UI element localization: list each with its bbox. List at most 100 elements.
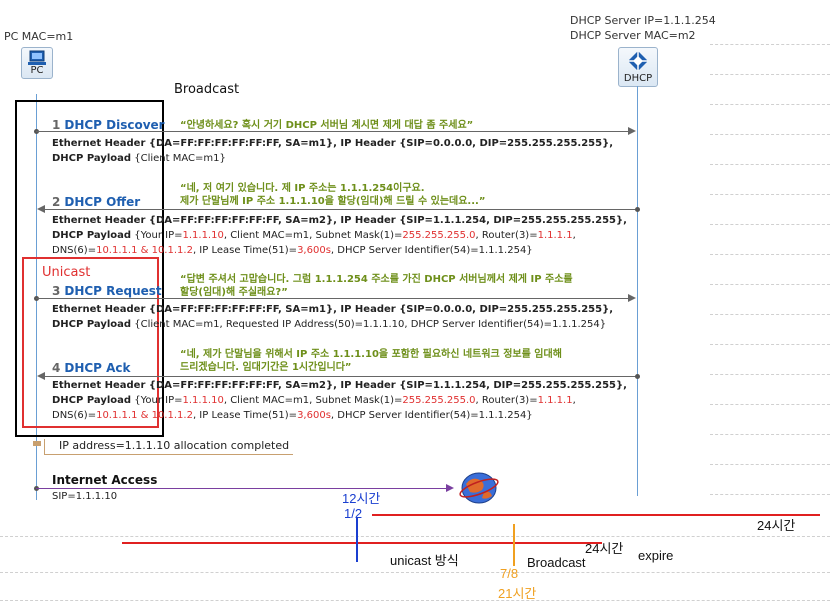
- unicast-box: [22, 257, 159, 428]
- guide-line: [0, 536, 830, 537]
- step-name: DHCP Offer: [64, 195, 141, 209]
- step-number: 3: [52, 284, 61, 298]
- request-quote: “답변 주셔서 고맙습니다. 그럼 1.1.1.254 주소를 가진 DHCP …: [180, 273, 573, 299]
- lease-time-value: 3,600s: [297, 410, 331, 421]
- pc-label: PC: [30, 65, 44, 76]
- broadcast-title: Broadcast: [174, 82, 240, 97]
- server-icon: [628, 51, 648, 71]
- guide-line: [710, 44, 830, 45]
- payload-key: DHCP Payload: [52, 230, 132, 241]
- payload-text: , Client MAC=m1, Subnet Mask(1)=: [223, 230, 403, 241]
- half-marker: [356, 518, 358, 562]
- twenty-four-hours-mid: 24시간: [585, 541, 624, 556]
- internet-access-arrow: [36, 488, 448, 489]
- payload-text: , DHCP Server Identifier(54)=1.1.1.254}: [330, 245, 533, 256]
- guide-line: [710, 104, 830, 105]
- lease-time-value: 3,600s: [297, 245, 331, 256]
- ack-detail: Ethernet Header {DA=FF:FF:FF:FF:FF:FF, S…: [52, 378, 627, 423]
- guide-line: [710, 224, 830, 225]
- twelve-hours-label: 12시간: [342, 491, 381, 506]
- payload-key: DHCP Payload: [52, 319, 132, 330]
- payload-key: DHCP Payload: [52, 153, 132, 164]
- arrow-head-left: [37, 205, 45, 213]
- arrow-origin: [635, 207, 640, 212]
- globe-icon: [459, 472, 499, 504]
- guide-line: [0, 572, 830, 573]
- payload-key: DHCP Payload: [52, 395, 132, 406]
- arrow-head-right: [446, 484, 454, 492]
- ack-arrow: [45, 376, 637, 377]
- arrow-head-left: [37, 372, 45, 380]
- lease-line-upper: [372, 514, 820, 516]
- request-detail: Ethernet Header {DA=FF:FF:FF:FF:FF:FF, S…: [52, 302, 613, 332]
- payload-text: , Client MAC=m1, Subnet Mask(1)=: [223, 395, 403, 406]
- offer-quote: “네, 저 여기 있습니다. 제 IP 주소는 1.1.1.254이구요. 제가…: [180, 182, 485, 208]
- guide-line: [710, 494, 830, 495]
- twenty-one-hours-label: 21시간: [498, 586, 537, 601]
- lease-line-lower: [122, 542, 602, 544]
- subnet-mask-value: 255.255.255.0: [402, 230, 476, 241]
- quote-line: “안녕하세요? 혹시 거기 DHCP 서버님 계시면 제게 대답 좀 주세요”: [180, 120, 474, 131]
- discover-detail: Ethernet Header {DA=FF:FF:FF:FF:FF:FF, S…: [52, 136, 613, 166]
- seven-eighths-label: 7/8: [500, 566, 519, 581]
- guide-line: [710, 434, 830, 435]
- payload-text: DNS(6)=: [52, 245, 97, 256]
- half-label: 1/2: [344, 506, 363, 521]
- ethernet-header: Ethernet Header {DA=FF:FF:FF:FF:FF:FF, S…: [52, 215, 627, 226]
- server-mac-label: DHCP Server MAC=m2: [570, 29, 696, 42]
- offer-detail: Ethernet Header {DA=FF:FF:FF:FF:FF:FF, S…: [52, 213, 627, 258]
- allocation-flag: [33, 441, 41, 446]
- broadcast-label: Broadcast: [527, 555, 586, 570]
- guide-line: [710, 194, 830, 195]
- your-ip-value: 1.1.1.10: [182, 230, 224, 241]
- guide-line: [710, 134, 830, 135]
- request-arrow: [36, 298, 628, 299]
- ethernet-header: Ethernet Header {DA=FF:FF:FF:FF:FF:FF, S…: [52, 138, 613, 149]
- router-value: 1.1.1.1: [537, 230, 573, 241]
- pc-mac-label: PC MAC=m1: [4, 30, 74, 43]
- quote-line: “네, 제가 단말님을 위해서 IP 주소 1.1.1.10을 포함한 필요하신…: [180, 349, 562, 360]
- guide-line: [710, 464, 830, 465]
- quote-line: 할당(임대)해 주실래요?”: [180, 287, 288, 298]
- guide-line: [710, 254, 830, 255]
- guide-line: [710, 374, 830, 375]
- step-name: DHCP Ack: [64, 361, 131, 375]
- seven-eighths-marker: [513, 524, 515, 566]
- step-name: DHCP Discover: [64, 118, 165, 132]
- arrow-head-right: [628, 294, 636, 302]
- ack-quote: “네, 제가 단말님을 위해서 IP 주소 1.1.1.10을 포함한 필요하신…: [180, 348, 562, 374]
- computer-icon: [28, 50, 46, 65]
- server-ip-label: DHCP Server IP=1.1.1.254: [570, 14, 716, 27]
- broadcast-box: [15, 100, 164, 437]
- internet-access-title: Internet Access: [52, 473, 158, 487]
- allocation-note: IP address=1.1.1.10 allocation completed: [44, 439, 294, 455]
- guide-line: [710, 314, 830, 315]
- payload-text: {Your IP=: [131, 230, 183, 241]
- payload-text: , Router(3)=: [475, 230, 538, 241]
- your-ip-value: 1.1.1.10: [182, 395, 224, 406]
- payload-text: , IP Lease Time(51)=: [192, 245, 298, 256]
- unicast-method-label: unicast 방식: [390, 553, 459, 568]
- pc-node: PC: [21, 47, 53, 79]
- server-lifeline: [637, 86, 638, 496]
- offer-arrow: [45, 209, 637, 210]
- arrow-origin: [635, 374, 640, 379]
- quote-line: “네, 저 여기 있습니다. 제 IP 주소는 1.1.1.254이구요.: [180, 183, 425, 194]
- guide-line: [710, 404, 830, 405]
- guide-line: [710, 344, 830, 345]
- payload-text: ,: [572, 395, 576, 406]
- discover-arrow: [36, 131, 628, 132]
- twenty-four-hours-right: 24시간: [757, 518, 796, 533]
- guide-line: [710, 164, 830, 165]
- ethernet-header: Ethernet Header {DA=FF:FF:FF:FF:FF:FF, S…: [52, 304, 613, 315]
- allocation-text: IP address=1.1.1.10 allocation completed: [59, 439, 290, 452]
- payload-text: , DHCP Server Identifier(54)=1.1.1.254}: [330, 410, 533, 421]
- payload-value: {Client MAC=m1, Requested IP Address(50)…: [131, 319, 607, 330]
- expire-label: expire: [638, 548, 674, 563]
- quote-line: 제가 단말님께 IP 주소 1.1.1.10을 할당(임대)해 드릴 수 있는데…: [180, 196, 486, 207]
- arrow-head-right: [628, 127, 636, 135]
